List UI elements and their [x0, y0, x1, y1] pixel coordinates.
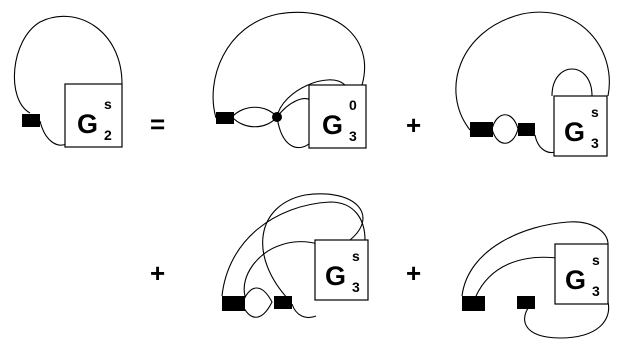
- term4-big-arc: [461, 221, 609, 297]
- term2-diagram: G s 3: [455, 11, 610, 157]
- term2-lower-arc: [534, 134, 556, 154]
- term1-dot-vertex: [272, 112, 282, 122]
- term3-wide-black-vertex: [222, 296, 245, 311]
- lhs-G-label: G: [77, 109, 98, 139]
- term2-G-label: G: [564, 117, 585, 147]
- term3-diagram: G s 3: [221, 193, 369, 319]
- term2-black-vertex: [518, 123, 535, 136]
- term2-G-box: [553, 95, 608, 157]
- term4-G-superscript: s: [592, 252, 600, 268]
- term1-arc-to-box-top: [276, 79, 346, 118]
- term4-G-subscript: 3: [592, 283, 600, 299]
- term3-G-subscript: 3: [352, 279, 360, 295]
- lhs-black-vertex: [22, 114, 40, 127]
- lhs-G-box: [64, 83, 123, 148]
- lhs-diagram: G s 2: [13, 15, 123, 148]
- term2-G-subscript: 3: [591, 135, 599, 151]
- term1-upper-bubble: [231, 106, 278, 118]
- term3-lower-arc: [291, 303, 317, 319]
- term3-big-arc: [221, 201, 366, 297]
- term4-diagram: G s 3: [461, 221, 610, 339]
- term1-diagram: G 0 3: [212, 11, 367, 149]
- term1-arc-to-box-left: [276, 98, 311, 118]
- lhs-G-subscript: 2: [104, 127, 112, 143]
- plus-sign-1: +: [406, 110, 421, 140]
- term3-G-label: G: [325, 261, 346, 291]
- term1-G-subscript: 3: [349, 128, 357, 144]
- term1-outer-loop: [212, 11, 366, 119]
- plus-sign-3: +: [406, 258, 421, 288]
- lhs-G-superscript: s: [104, 96, 112, 112]
- term1-G-superscript: 0: [349, 97, 357, 113]
- term1-black-vertex: [216, 112, 234, 124]
- equals-sign: =: [150, 109, 165, 139]
- term4-lower-loop: [524, 301, 610, 339]
- term1-G-label: G: [322, 110, 343, 140]
- term1-lower-bubble: [231, 116, 278, 128]
- term2-outer-loop: [455, 11, 610, 131]
- term2-wide-black-vertex: [470, 122, 493, 137]
- term2-box-top-loop: [551, 68, 593, 97]
- term3-G-superscript: s: [352, 248, 360, 264]
- term2-bubble: [491, 114, 519, 144]
- term4-black-vertex: [517, 296, 535, 309]
- term3-inner-loop: [262, 193, 364, 301]
- term3-black-vertex: [274, 296, 292, 309]
- term1-lower-arc: [276, 116, 311, 149]
- term3-bubble: [241, 287, 273, 318]
- term4-cross-arc: [475, 256, 559, 297]
- term1-G-box: [308, 84, 367, 149]
- term2-G-superscript: s: [591, 104, 599, 120]
- term4-wide-black-vertex: [462, 296, 485, 311]
- lhs-lower-arc: [39, 120, 67, 146]
- term4-G-label: G: [565, 265, 586, 295]
- term3-G-box: [314, 239, 369, 301]
- term4-G-box: [554, 243, 609, 305]
- lhs-outer-loop: [13, 15, 123, 114]
- plus-sign-2: +: [150, 258, 165, 288]
